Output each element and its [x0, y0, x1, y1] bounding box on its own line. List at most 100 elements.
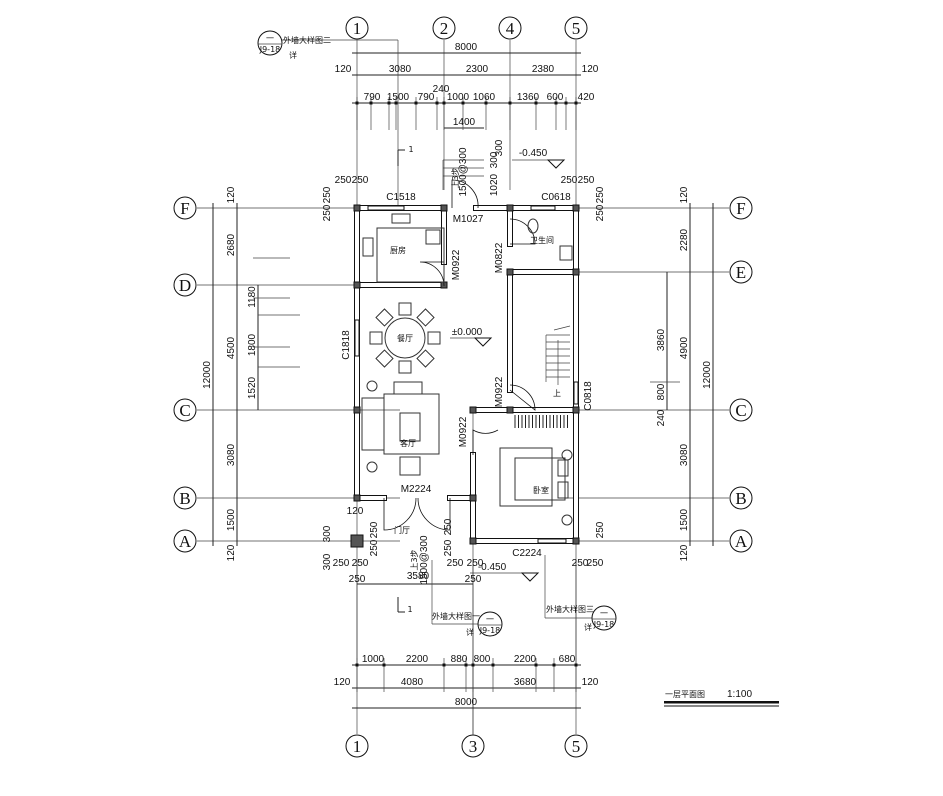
axis-label: 1 — [353, 19, 362, 38]
dimension-label: 8000 — [455, 42, 478, 53]
door-swing — [383, 497, 417, 531]
toilet-icon — [527, 218, 539, 234]
wall — [507, 205, 513, 247]
axis-bubble — [729, 196, 753, 220]
dimension-label: 250 — [443, 539, 454, 556]
dimension-label: 800 — [656, 383, 667, 400]
dimension-label: 120 — [679, 544, 690, 561]
dimension-label: 1800 — [247, 333, 258, 356]
fridge-icon — [425, 229, 441, 245]
dimension-label: 12000 — [202, 361, 213, 389]
dimension-label: 300 — [489, 151, 500, 168]
detail-ref: 详 — [584, 622, 592, 632]
dimension-label: 4080 — [401, 677, 424, 688]
dimension-label: 250 — [322, 204, 333, 221]
dimension-label: 250 — [467, 558, 484, 569]
dimension-label: 250 — [447, 558, 464, 569]
detail-label: 外墙大样图一 — [432, 611, 480, 621]
axis-label: B — [735, 489, 746, 508]
dimension-label: 120 — [679, 186, 690, 203]
dimension-label: 1020 — [489, 173, 500, 196]
tick — [554, 101, 558, 105]
tick — [435, 101, 439, 105]
drawing-title: 一层平面图 — [665, 690, 705, 699]
tick — [534, 663, 538, 667]
dimension-label: 1000 — [447, 92, 470, 103]
dimension-label: 3860 — [656, 328, 667, 351]
section-mark-label: 1 — [407, 605, 412, 614]
tick — [442, 101, 446, 105]
column — [469, 537, 477, 545]
level-label: ±0.000 — [452, 327, 483, 338]
column — [572, 268, 580, 276]
dimension-label: 120 — [347, 506, 364, 517]
dimension-label: 120 — [226, 186, 237, 203]
detail-number: 一 — [266, 34, 274, 43]
column — [353, 494, 361, 502]
column — [572, 537, 580, 545]
window-label: C0818 — [583, 381, 594, 411]
column — [469, 494, 477, 502]
detail-symbol-icon — [257, 30, 283, 56]
tick — [414, 101, 418, 105]
dimension-label: 12000 — [702, 361, 713, 389]
detail-ref: 详 — [289, 50, 297, 60]
dimension-label: 250 — [335, 175, 352, 186]
dimension-label: 120 — [582, 677, 599, 688]
column — [506, 268, 514, 276]
dimension-label: 420 — [578, 92, 595, 103]
axis-label: 1 — [353, 737, 362, 756]
tick — [464, 663, 468, 667]
level-label: -0.450 — [478, 562, 507, 573]
dining-chair — [416, 308, 435, 327]
tick — [471, 663, 475, 667]
dimension-label: 680 — [559, 654, 576, 665]
dimension-label: 250 — [352, 175, 369, 186]
dimension-label: 250 — [465, 574, 482, 585]
dimension-and-grid-lines — [173, 16, 753, 758]
detail-label: 外墙大样图二 — [283, 35, 331, 45]
wall — [470, 407, 579, 413]
axis-bubble — [564, 16, 588, 40]
axis-bubble — [173, 486, 197, 510]
tick — [355, 101, 359, 105]
dimension-label: 600 — [547, 92, 564, 103]
dimension-label: 1400 — [453, 117, 476, 128]
level-marker-icon — [546, 159, 566, 169]
dimension-label: 800 — [474, 654, 491, 665]
detail-number: 一 — [486, 615, 494, 624]
door-label: M2224 — [401, 484, 432, 495]
tick — [355, 663, 359, 667]
axis-bubble — [345, 734, 369, 758]
walls — [350, 179, 580, 548]
detail-sheet: J9-18 — [259, 45, 281, 54]
room-label-bedroom: 卧室 — [533, 485, 549, 495]
axis-bubble — [345, 16, 369, 40]
dining-chair — [375, 349, 394, 368]
axis-label: C — [179, 401, 190, 420]
column — [469, 406, 477, 414]
bed-rug — [499, 447, 553, 507]
detail-number: 一 — [600, 609, 608, 618]
dimension-label: 300 — [322, 553, 333, 570]
dimension-label: 3580 — [407, 571, 430, 582]
axis-label: D — [179, 276, 191, 295]
room-label-living: 客厅 — [400, 438, 416, 448]
window-label: C1518 — [386, 192, 416, 203]
dimension-label: 250 — [369, 539, 380, 556]
dimension-label: 2680 — [226, 233, 237, 256]
column — [506, 406, 514, 414]
title-underline — [664, 701, 779, 704]
tick — [369, 101, 373, 105]
dimension-label: 3080 — [679, 443, 690, 466]
sink-icon — [391, 213, 411, 224]
dimension-label: 250 — [443, 518, 454, 535]
bed — [514, 457, 566, 501]
dimension-label: 3080 — [389, 64, 412, 75]
axis-bubble — [729, 398, 753, 422]
dimension-label: 240 — [656, 409, 667, 426]
axis-label: A — [735, 532, 748, 551]
axis-bubble — [498, 16, 522, 40]
axis-label: 3 — [469, 737, 478, 756]
